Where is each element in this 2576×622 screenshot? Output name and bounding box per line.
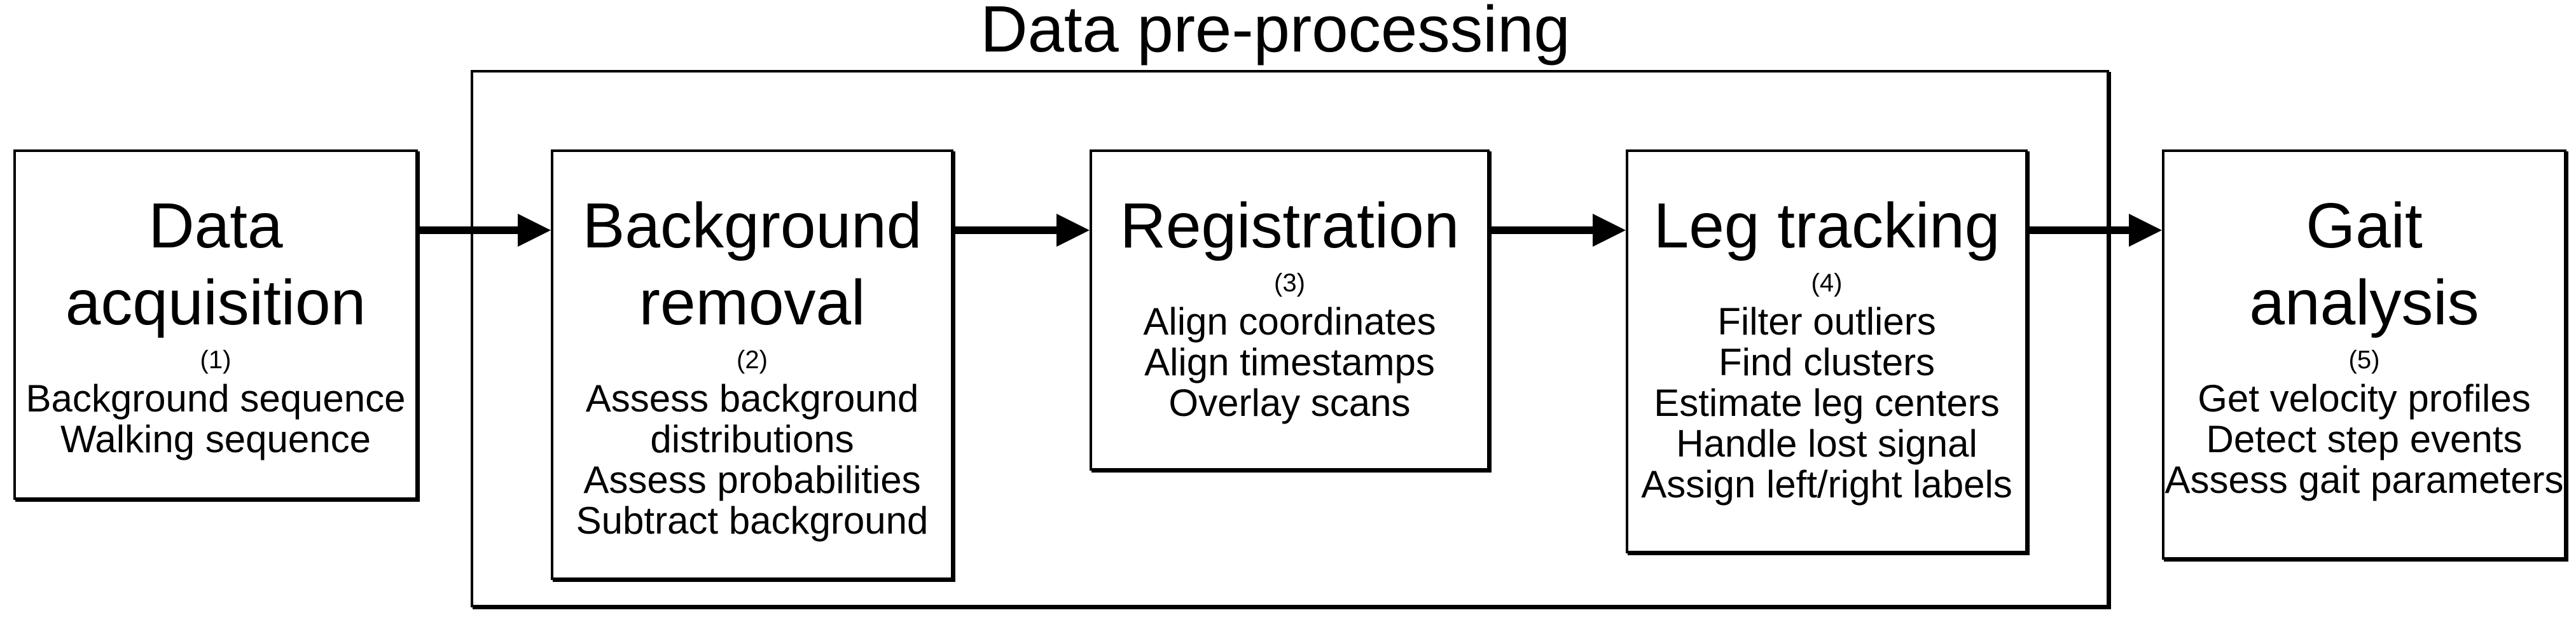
stage-item: Overlay scans <box>1168 382 1411 424</box>
stage-item: Detect step events <box>2206 418 2523 460</box>
stage-item: Handle lost signal <box>1676 422 1977 465</box>
stage-item: distributions <box>650 418 854 460</box>
diagram-title: Data pre-processing <box>980 0 1570 66</box>
stage-number: (2) <box>737 346 768 374</box>
arrow-shaft <box>1490 226 1598 234</box>
stage-item: Get velocity profiles <box>2198 377 2531 420</box>
stage-item: Align coordinates <box>1143 300 1436 343</box>
stage-title-line: acquisition <box>65 267 366 338</box>
flow-arrow-3 <box>1490 214 1626 247</box>
preprocessing-group-box <box>471 70 2109 607</box>
stage-number: (1) <box>200 346 232 374</box>
stage-item: Align timestamps <box>1144 341 1435 384</box>
stage-item: Find clusters <box>1718 341 1935 384</box>
arrow-head-icon <box>1056 214 1090 247</box>
arrow-shaft <box>418 226 523 234</box>
arrow-head-icon <box>2129 214 2162 247</box>
stage-number: (3) <box>1274 269 1305 297</box>
stage-title-line: removal <box>639 267 866 338</box>
stage-title: Registration <box>1120 188 1460 265</box>
stage-number: (4) <box>1811 269 1843 297</box>
stage-item: Assess probabilities <box>583 459 921 501</box>
stage-item: Assign left/right labels <box>1641 463 2012 506</box>
arrow-shaft <box>2028 226 2134 234</box>
flow-arrow-4 <box>2028 214 2162 247</box>
stage-title-line: Data <box>148 190 283 261</box>
stage-item: Filter outliers <box>1717 300 1936 343</box>
flow-arrow-1 <box>418 214 551 247</box>
stage-title-line: analysis <box>2249 267 2479 338</box>
stage-item: Walking sequence <box>60 418 371 460</box>
stage-title: Leg tracking <box>1654 188 2000 265</box>
stage-title-line: Background <box>582 190 922 261</box>
stage-title-line: Registration <box>1119 190 1460 261</box>
stage-title-line: Gait <box>2306 190 2423 261</box>
stage-item: Subtract background <box>576 499 929 542</box>
stage-item: Assess gait parameters <box>2164 459 2564 501</box>
stage-number: (5) <box>2348 346 2380 374</box>
arrow-head-icon <box>1593 214 1626 247</box>
arrow-shaft <box>953 226 1062 234</box>
stage-item: Estimate leg centers <box>1654 382 2000 424</box>
stage-item: Assess background <box>585 377 919 420</box>
stage-item: Background sequence <box>25 377 406 420</box>
arrow-head-icon <box>518 214 551 247</box>
flow-arrow-2 <box>953 214 1090 247</box>
stage-title-line: Leg tracking <box>1653 190 2000 261</box>
